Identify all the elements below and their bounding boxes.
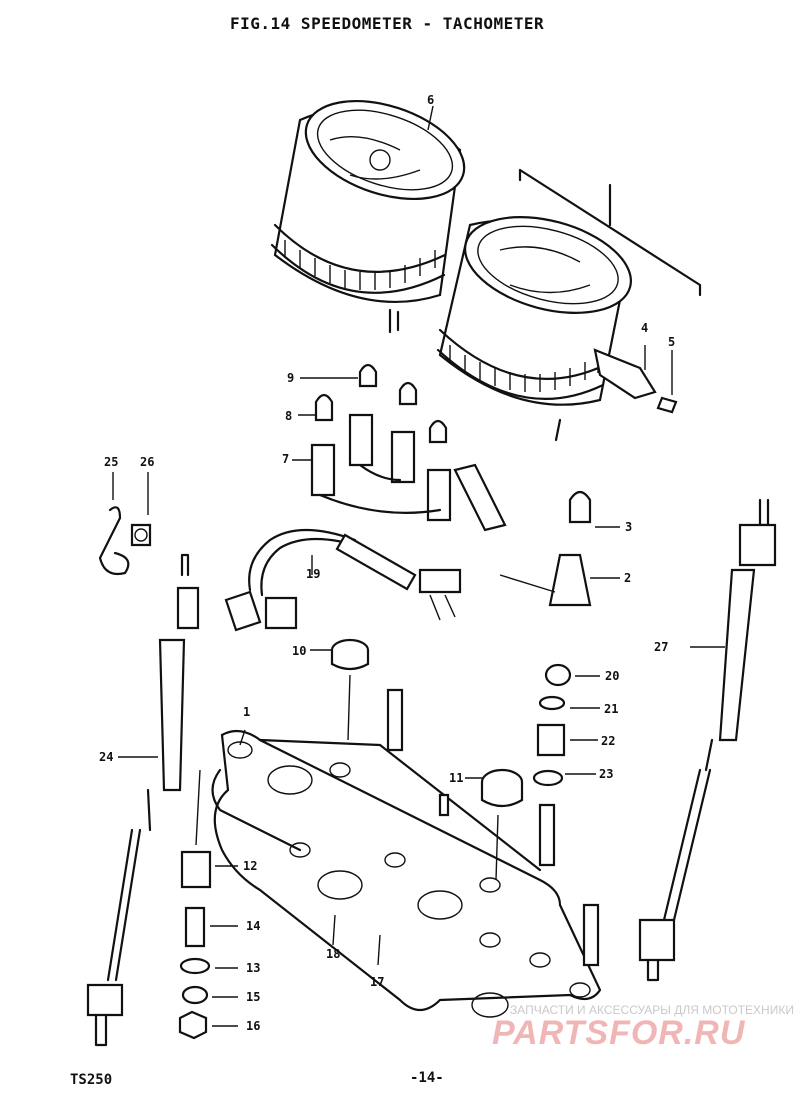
washer-part-13[interactable] xyxy=(179,957,238,975)
callout-20: 20 xyxy=(605,669,620,683)
callout-18: 18 xyxy=(326,947,341,961)
figure-title: FIG.14 SPEEDOMETER - TACHOMETER xyxy=(230,14,545,33)
callout-2: 2 xyxy=(624,571,632,585)
callout-26: 26 xyxy=(140,455,155,469)
nut-part-16[interactable] xyxy=(178,1010,238,1040)
watermark-logo: PARTSFOR.RU xyxy=(492,1014,746,1052)
grommet-part-11[interactable] xyxy=(465,768,524,881)
cable-adaptor-part-4[interactable] xyxy=(593,345,657,400)
callout-5: 5 xyxy=(668,335,676,349)
leader-part-1 xyxy=(239,729,246,746)
bulb-part-3[interactable] xyxy=(568,490,620,528)
callout-13: 13 xyxy=(246,961,261,975)
callout-10: 10 xyxy=(292,644,307,658)
tachometer-cable-part-27[interactable] xyxy=(638,498,777,982)
callout-19: 19 xyxy=(306,567,321,581)
callout-24: 24 xyxy=(99,750,114,764)
callout-14: 14 xyxy=(246,919,261,933)
speedometer-cable-part-24[interactable] xyxy=(86,553,200,1047)
cushion-part-12[interactable] xyxy=(180,769,238,889)
bulb-part-8[interactable] xyxy=(298,393,334,422)
callout-21: 21 xyxy=(604,702,619,716)
damper-plate-part-18[interactable] xyxy=(211,768,336,946)
wiring-harness-part-19[interactable] xyxy=(224,528,462,632)
callout-15: 15 xyxy=(246,990,261,1004)
bolt-part-26[interactable] xyxy=(130,472,152,547)
callout-8: 8 xyxy=(285,409,293,423)
callout-3: 3 xyxy=(625,520,633,534)
bracket-studs xyxy=(386,688,600,967)
callout-22: 22 xyxy=(601,734,616,748)
model-label: TS250 xyxy=(70,1072,113,1088)
cushion-part-22[interactable] xyxy=(536,723,598,757)
callout-23: 23 xyxy=(599,767,614,781)
bulb-socket-part-2[interactable] xyxy=(499,553,620,607)
cap-part-20[interactable] xyxy=(544,663,600,687)
callout-16: 16 xyxy=(246,1019,261,1033)
callout-27: 27 xyxy=(654,640,669,654)
page-number: -14- xyxy=(410,1070,444,1086)
callout-1: 1 xyxy=(243,705,251,719)
callout-11: 11 xyxy=(449,771,464,785)
tachometer-assembly[interactable] xyxy=(436,168,702,442)
callout-25: 25 xyxy=(104,455,119,469)
callout-12: 12 xyxy=(243,859,258,873)
callout-7: 7 xyxy=(282,452,290,466)
callout-6: 6 xyxy=(427,93,435,107)
speedometer-assembly[interactable] xyxy=(270,83,477,334)
washer-part-21[interactable] xyxy=(538,695,600,711)
grommet-part-10[interactable] xyxy=(310,638,370,741)
callout-4: 4 xyxy=(641,321,649,335)
indicator-bulbs-part-9[interactable] xyxy=(300,363,448,444)
watermark-caption: ЗАПЧАСТИ И АКСЕССУАРЫ ДЛЯ МОТОТЕХНИКИ xyxy=(510,1003,794,1017)
callout-17: 17 xyxy=(370,975,385,989)
screw-part-5[interactable] xyxy=(656,350,678,414)
spacer-part-14[interactable] xyxy=(184,906,238,948)
meter-bracket-part-17[interactable] xyxy=(213,729,602,1018)
callout-9: 9 xyxy=(287,371,295,385)
spring-part-25[interactable] xyxy=(98,472,130,576)
socket-harness-part-7[interactable] xyxy=(292,413,507,532)
washer-part-23[interactable] xyxy=(532,769,596,787)
lock-washer-part-15[interactable] xyxy=(181,985,238,1005)
